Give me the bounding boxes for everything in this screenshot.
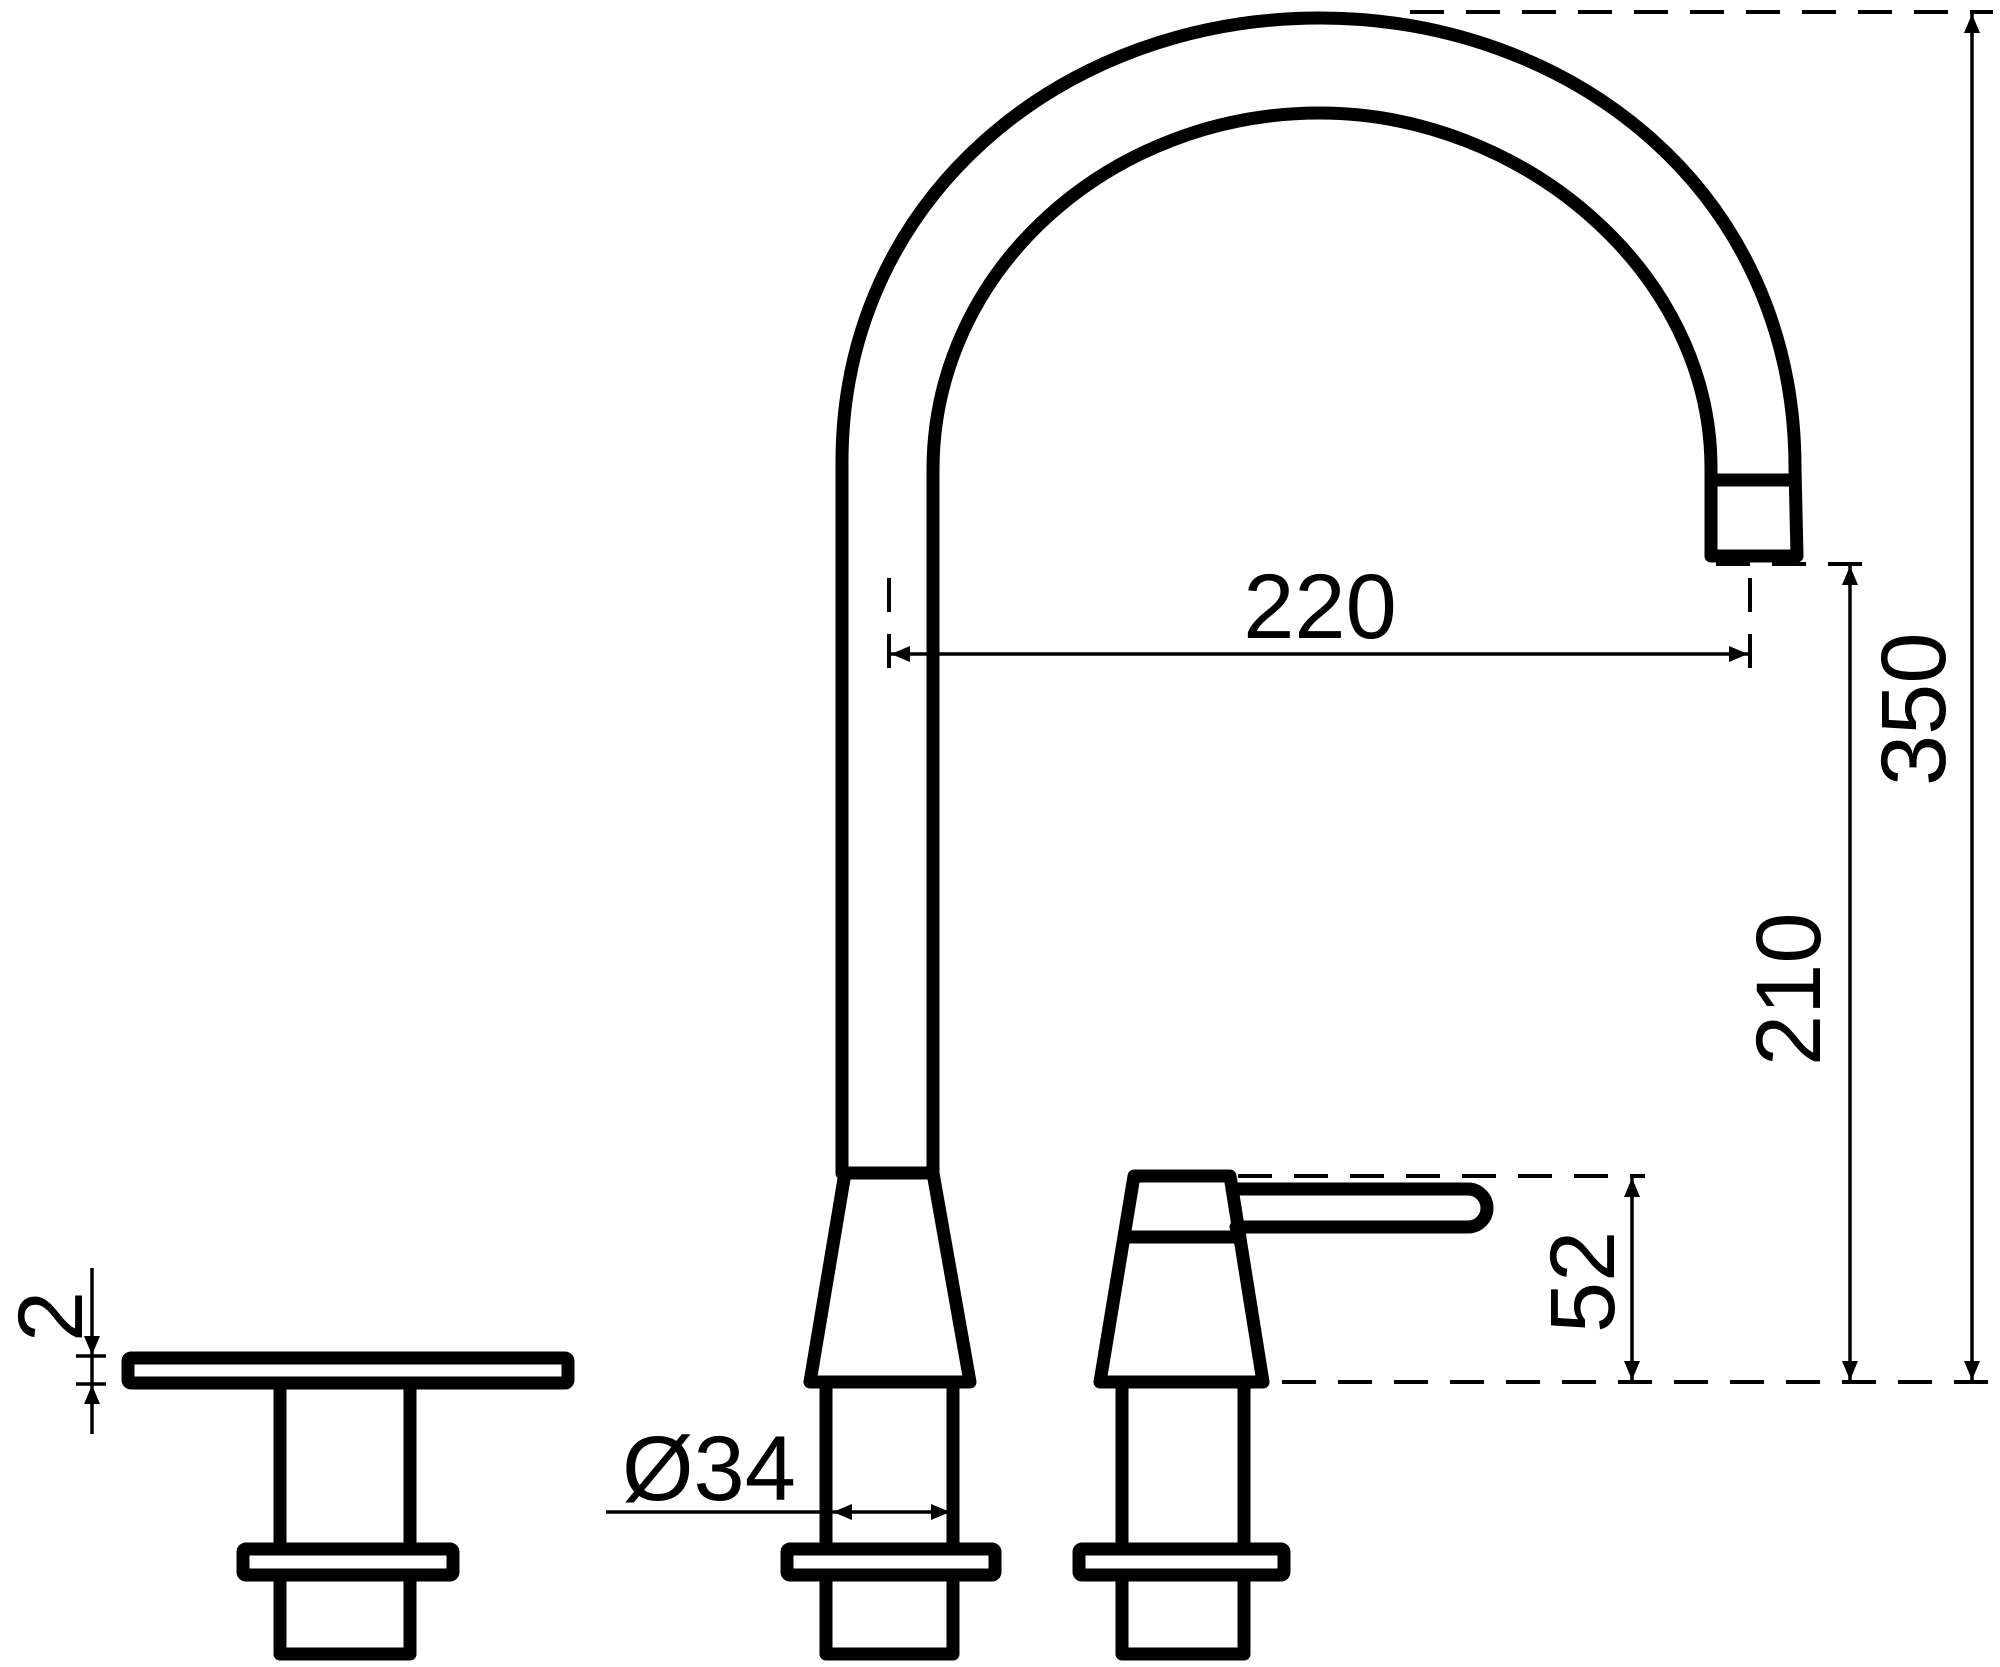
shank-diameter-label: Ø34 [622,1418,796,1520]
shank-diameter-dimension: Ø34 [606,1418,950,1520]
outlet-height-label: 210 [1738,913,1840,1067]
lever-height-label: 52 [1532,1231,1634,1333]
plate-thickness-label: 2 [0,1291,102,1342]
spout-reach-label: 220 [1243,556,1397,658]
spout-outlet [1704,461,1804,563]
lever-lower-shank [1115,1568,1251,1661]
lever-height-dimension: 52 [1238,1174,1645,1382]
spout-base-body [803,1166,977,1389]
spout-washer [780,1542,1002,1582]
plate-fitting [121,1351,575,1661]
spout-reach-dimension: 220 [887,556,1752,670]
spout-inner-profile [926,106,1718,1180]
height-dimensions: 210 350 [1282,10,1993,1384]
top-plate [121,1351,575,1390]
spout-outer-profile [835,11,1802,1180]
spout-lower-shank [819,1568,960,1661]
lever-washer [1072,1542,1291,1582]
spout [780,11,1804,1661]
plate-thickness-dimension: 2 [0,1268,106,1434]
lever-handle [1225,1182,1494,1234]
lever-body [1093,1169,1270,1389]
plate-washer [236,1542,460,1582]
plate-lower-shank [273,1568,417,1661]
lever-mixer [1072,1169,1494,1661]
total-height-label: 350 [1863,633,1965,787]
